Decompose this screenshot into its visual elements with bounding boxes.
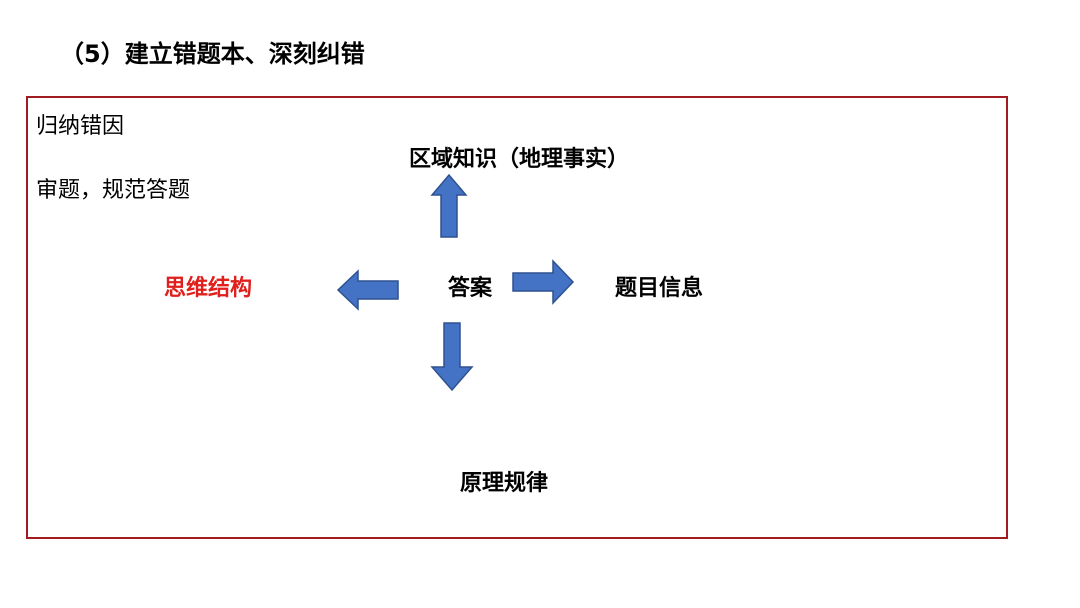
section-heading: （5）建立错题本、深刻纠错 [60, 40, 365, 68]
arrow-up-icon [430, 173, 468, 238]
arrow-down-icon [430, 322, 474, 392]
note-cause: 归纳错因 [36, 114, 125, 139]
arrow-right-icon [512, 259, 575, 305]
arrow-left-icon [336, 269, 399, 311]
node-right-question-info: 题目信息 [615, 276, 704, 301]
node-top-regional-knowledge: 区域知识（地理事实） [409, 147, 630, 172]
node-center-answer: 答案 [448, 276, 493, 301]
node-left-thinking-structure: 思维结构 [164, 276, 253, 301]
node-bottom-principles: 原理规律 [460, 471, 549, 496]
note-method: 审题，规范答题 [36, 178, 191, 203]
diagram-frame [26, 96, 1008, 539]
